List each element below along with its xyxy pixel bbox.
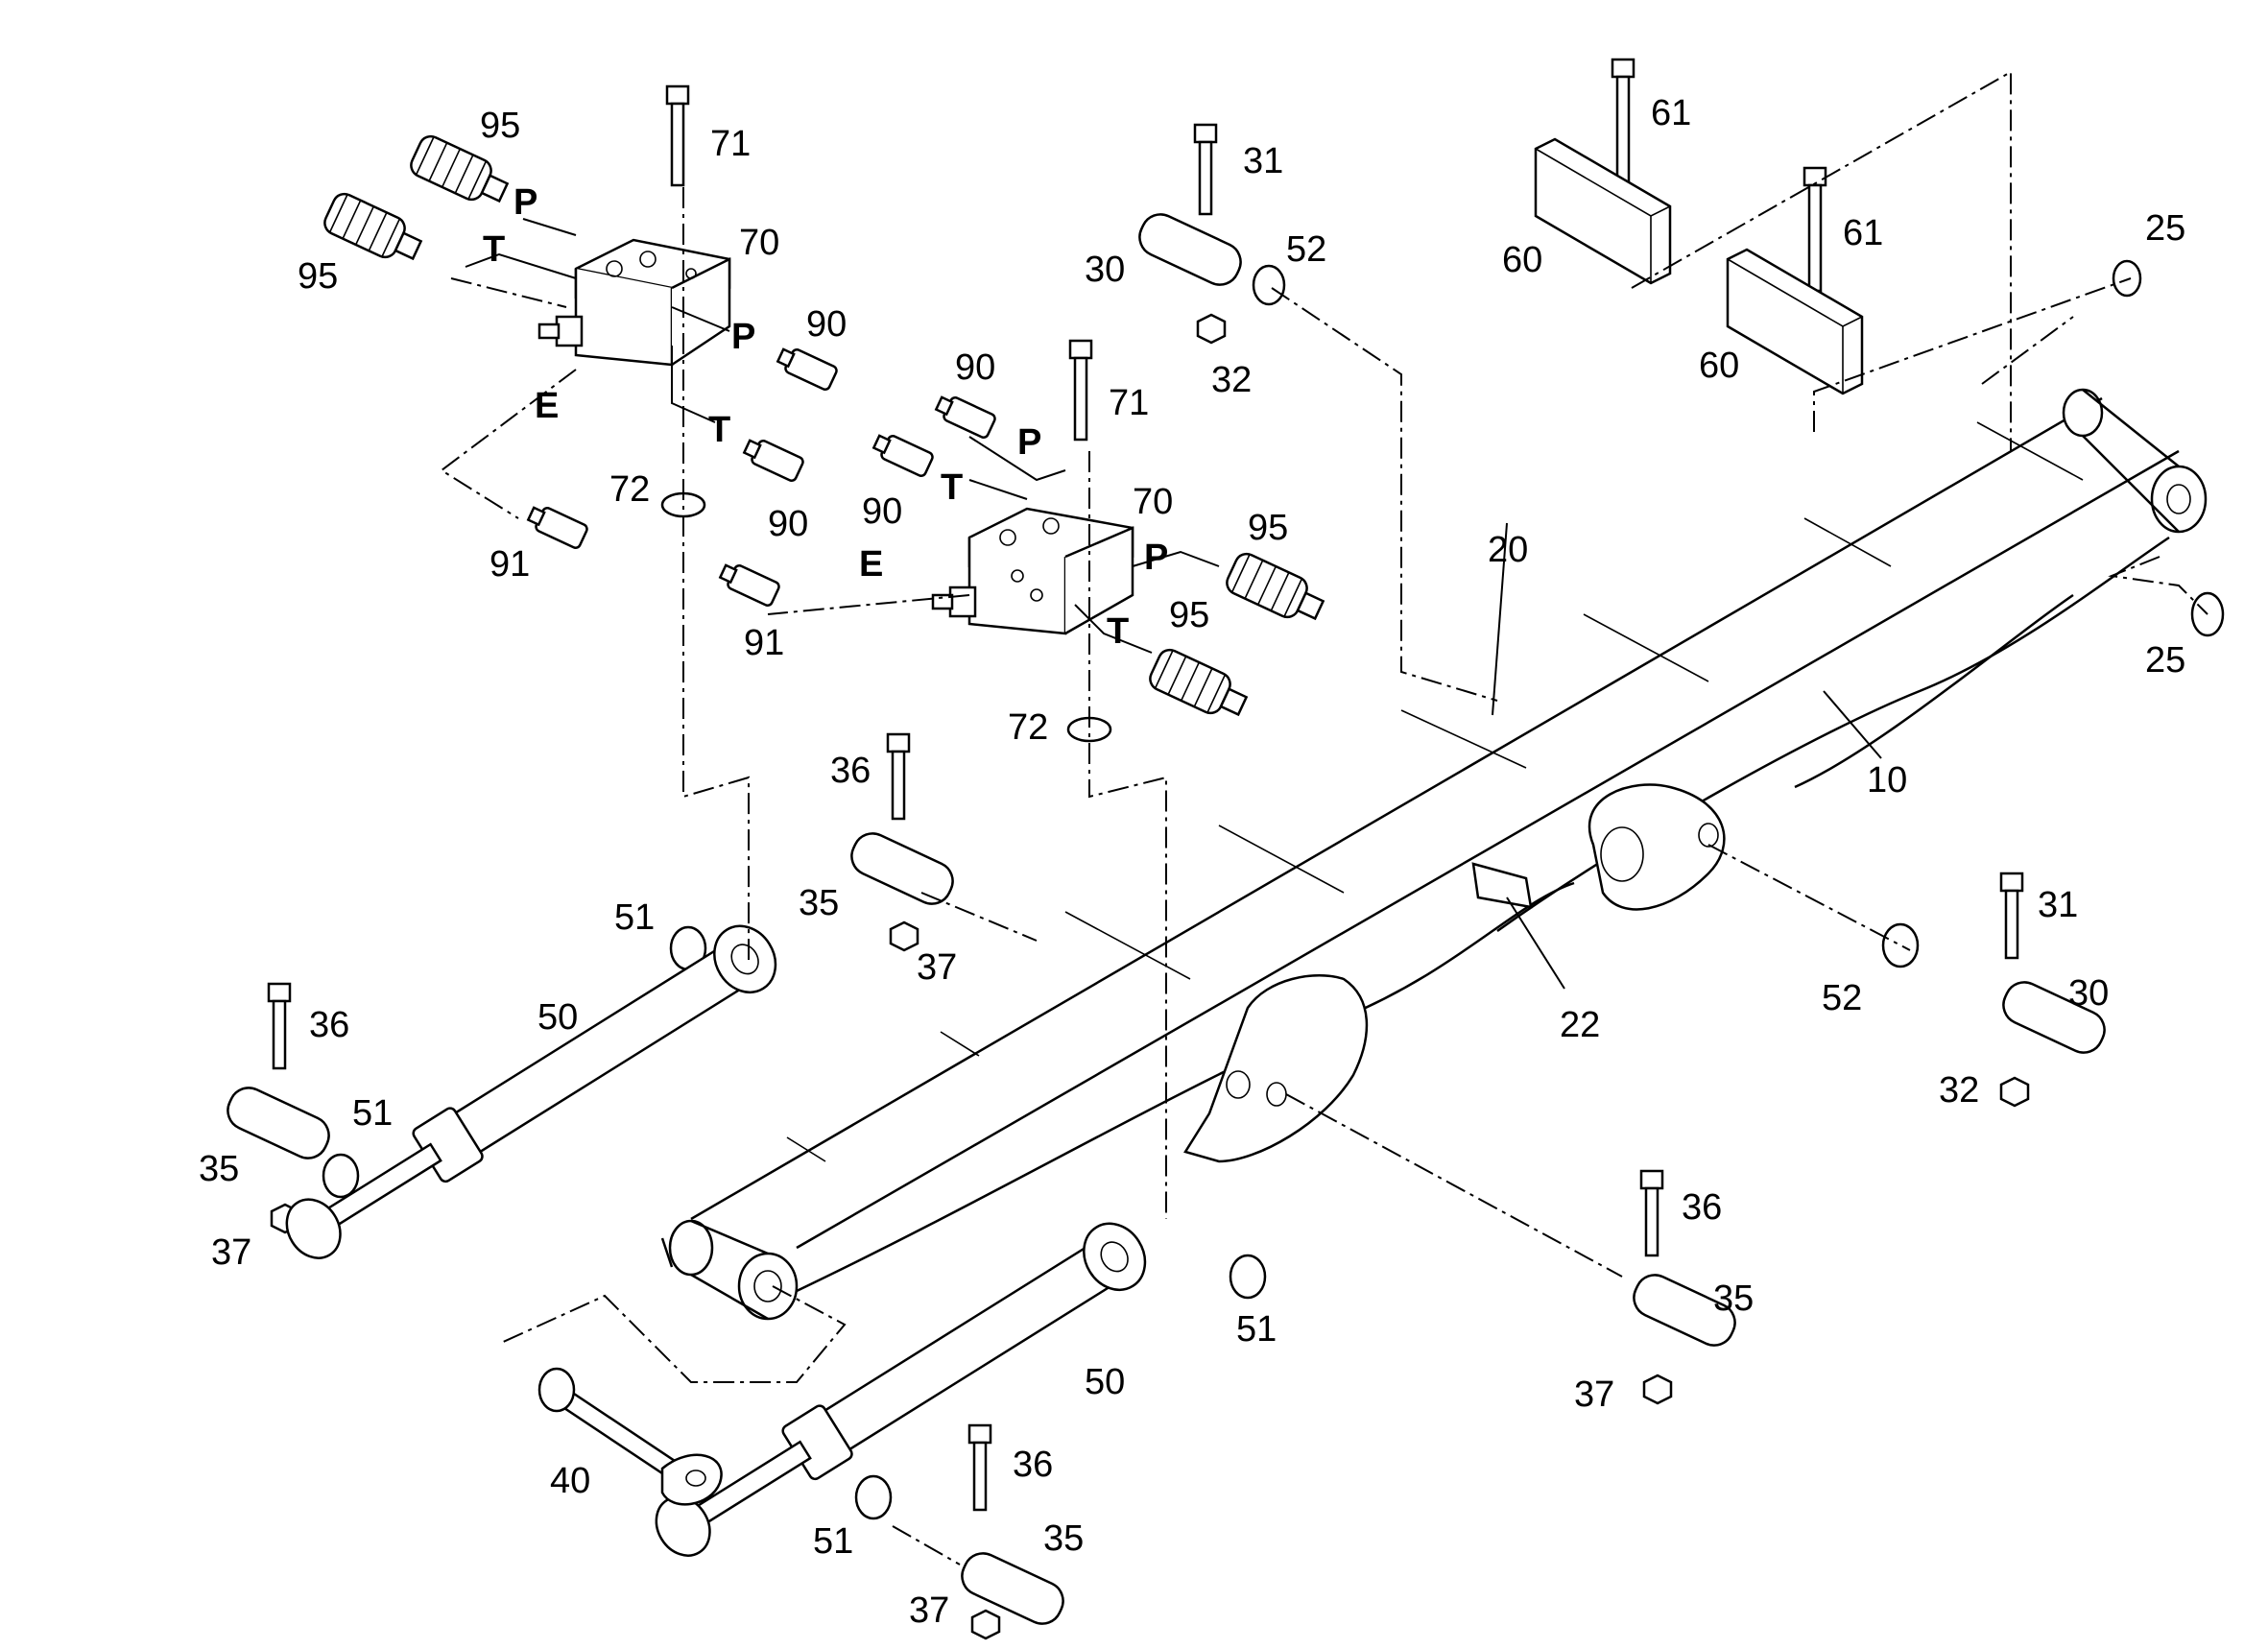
label-35: 35 xyxy=(199,1149,239,1189)
label-10: 10 xyxy=(1867,760,1907,801)
label-71: 71 xyxy=(1109,383,1149,423)
port-t-label: T xyxy=(708,410,730,450)
label-36: 36 xyxy=(309,1005,349,1045)
label-71: 71 xyxy=(710,124,751,164)
label-51: 51 xyxy=(813,1521,853,1562)
boom-structure xyxy=(660,388,2208,1321)
label-60: 60 xyxy=(1502,240,1542,280)
label-72: 72 xyxy=(1008,707,1048,748)
label-70: 70 xyxy=(739,223,779,263)
port-p-label: P xyxy=(731,317,755,357)
label-36: 36 xyxy=(1682,1187,1722,1228)
label-91: 91 xyxy=(744,623,784,663)
port-t-label: T xyxy=(483,229,505,270)
hydraulic-cylinders xyxy=(285,924,1147,1557)
port-lines xyxy=(465,218,1220,654)
label-25: 25 xyxy=(2145,640,2185,681)
port-labels: P T P T E P T P T E xyxy=(483,182,1168,652)
label-20: 20 xyxy=(1488,530,1528,570)
label-52: 52 xyxy=(1822,978,1862,1018)
part-number-labels: 95 95 71 70 90 90 91 72 31 30 52 32 90 7… xyxy=(199,93,2185,1631)
port-e-label: E xyxy=(535,386,559,426)
label-40: 40 xyxy=(550,1461,590,1501)
label-37: 37 xyxy=(1574,1374,1614,1415)
bolts xyxy=(267,58,2024,1512)
valve-block-upper xyxy=(537,238,731,367)
label-51: 51 xyxy=(614,897,655,938)
label-95: 95 xyxy=(480,106,520,146)
label-51: 51 xyxy=(352,1093,393,1134)
label-61: 61 xyxy=(1843,213,1883,253)
mounting-plates xyxy=(1534,137,1864,395)
label-90: 90 xyxy=(955,347,995,388)
port-p-label: P xyxy=(1144,538,1168,578)
label-51: 51 xyxy=(1236,1309,1277,1350)
hose-guard-fittings xyxy=(323,134,1325,717)
label-37: 37 xyxy=(909,1590,949,1631)
label-32: 32 xyxy=(1939,1070,1979,1111)
label-95: 95 xyxy=(298,256,338,297)
label-31: 31 xyxy=(2038,885,2078,925)
label-50: 50 xyxy=(1085,1362,1125,1402)
label-32: 32 xyxy=(1211,360,1252,400)
pin-40 xyxy=(537,1367,723,1506)
label-35: 35 xyxy=(1043,1518,1084,1559)
label-61: 61 xyxy=(1651,93,1691,133)
label-52: 52 xyxy=(1286,229,1326,270)
port-t-label: T xyxy=(1107,611,1129,652)
label-50: 50 xyxy=(537,997,578,1038)
straight-fittings xyxy=(526,347,996,607)
label-90: 90 xyxy=(806,304,847,345)
port-p-label: P xyxy=(513,182,537,223)
label-35: 35 xyxy=(799,883,839,923)
label-30: 30 xyxy=(2068,973,2109,1014)
label-22: 22 xyxy=(1560,1005,1600,1045)
label-36: 36 xyxy=(1013,1445,1053,1485)
leader-lines xyxy=(1492,522,1882,990)
label-37: 37 xyxy=(211,1232,251,1273)
label-30: 30 xyxy=(1085,250,1125,290)
port-t-label: T xyxy=(941,467,963,508)
port-e-label: E xyxy=(859,544,883,585)
label-91: 91 xyxy=(489,544,530,585)
label-60: 60 xyxy=(1699,346,1739,386)
assembly-lines xyxy=(440,70,2208,1565)
label-90: 90 xyxy=(862,491,902,532)
valve-block-lower xyxy=(931,507,1134,635)
label-31: 31 xyxy=(1243,141,1283,181)
washers xyxy=(322,259,2225,1520)
label-95: 95 xyxy=(1248,508,1288,548)
label-72: 72 xyxy=(609,469,650,510)
label-25: 25 xyxy=(2145,208,2185,249)
label-35: 35 xyxy=(1713,1279,1754,1319)
label-37: 37 xyxy=(917,947,957,988)
label-70: 70 xyxy=(1133,482,1173,522)
label-95: 95 xyxy=(1169,595,1209,635)
port-p-label: P xyxy=(1017,422,1041,463)
label-90: 90 xyxy=(768,504,808,544)
label-36: 36 xyxy=(830,751,871,791)
